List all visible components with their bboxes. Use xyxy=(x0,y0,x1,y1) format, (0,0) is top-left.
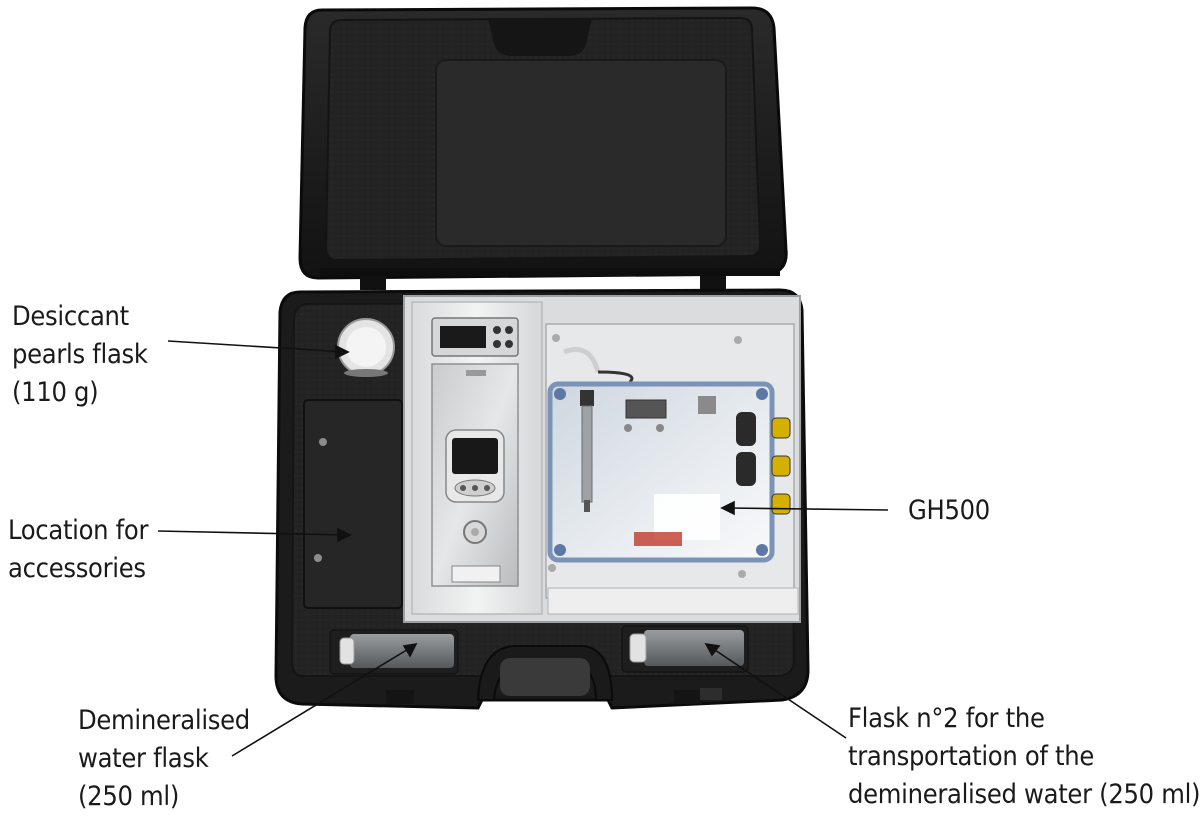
label-flask-n2: Flask n°2 for the transportation of the … xyxy=(848,700,1200,814)
flask-n2 xyxy=(621,625,749,673)
label-desiccant-flask: Desiccant pearls flask (110 g) xyxy=(12,298,148,412)
label-line: pearls flask xyxy=(12,339,148,370)
label-line: transportation of the xyxy=(848,741,1095,772)
demineralised-water-flask xyxy=(329,629,459,675)
label-line: Demineralised xyxy=(78,705,250,736)
leader-gh500 xyxy=(727,507,889,511)
label-line: GH500 xyxy=(908,495,990,526)
desiccant-flask xyxy=(337,318,395,377)
label-line: (110 g) xyxy=(12,377,99,408)
leader-flask2 xyxy=(711,647,847,739)
label-gh500: GH500 xyxy=(908,492,990,530)
leader-desiccant xyxy=(167,340,347,353)
label-line: accessories xyxy=(8,553,146,584)
label-line: Desiccant xyxy=(12,301,129,332)
accessories-compartment xyxy=(303,399,403,609)
label-line: (250 ml) xyxy=(78,781,180,812)
leader-lines xyxy=(157,340,889,757)
case-handle xyxy=(476,645,614,701)
label-line: Flask n°2 for the xyxy=(848,703,1045,734)
leader-demin xyxy=(231,647,411,757)
gh500-device xyxy=(403,295,801,623)
label-line: demineralised water (250 ml) xyxy=(848,779,1200,810)
leader-location xyxy=(157,530,347,536)
case-lid xyxy=(298,6,788,290)
label-accessories-location: Location for accessories xyxy=(8,512,148,588)
label-line: Location for xyxy=(8,515,149,546)
label-demineralised-water-flask: Demineralised water flask (250 ml) xyxy=(78,702,250,816)
label-line: water flask xyxy=(78,743,209,774)
